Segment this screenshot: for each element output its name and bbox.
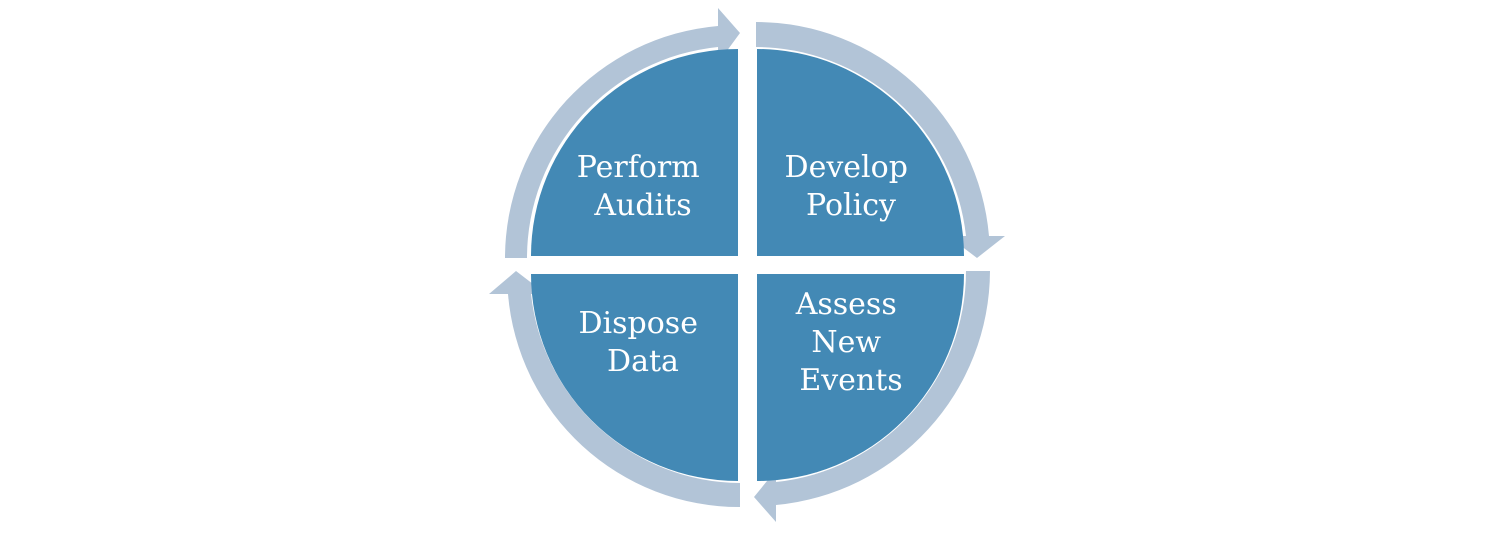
label-line: Develop [785,150,908,185]
label-assess-new-events: Assess New Events [795,287,907,398]
label-line: Audits [593,188,691,223]
label-line: Dispose [578,306,697,341]
quadrant-develop-policy [757,49,964,256]
label-line: Data [607,344,679,379]
quadrant-perform-audits [531,49,738,256]
label-line: Assess [795,287,897,322]
label-line: Perform [577,150,700,185]
arrow-top-left [505,8,740,258]
cycle-arrows [489,8,1005,522]
cycle-quadrants [531,49,964,481]
arrow-bottom-left [489,271,740,508]
quadrant-assess-new-events [757,274,964,481]
label-perform-audits: Perform Audits [577,150,709,223]
label-line: New [811,325,881,360]
label-dispose-data: Dispose Data [578,306,707,379]
arrow-bottom-right [754,271,990,522]
label-line: Policy [806,188,896,223]
arrow-top-right [756,22,1005,258]
cycle-labels: Perform Audits Develop Policy Assess New… [577,150,918,398]
label-line: Events [799,363,902,398]
label-develop-policy: Develop Policy [785,150,918,223]
quadrant-dispose-data [531,274,738,481]
